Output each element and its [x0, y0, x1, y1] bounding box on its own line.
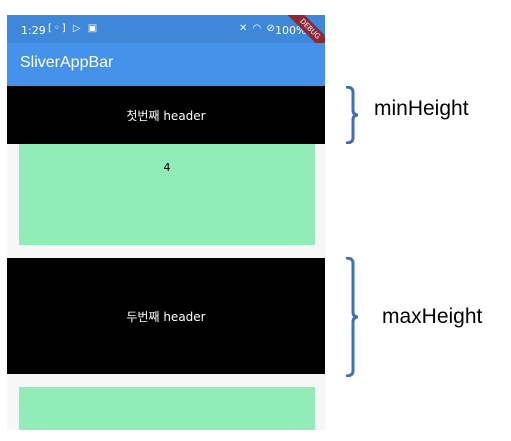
second-header: 두번째 header: [7, 258, 325, 374]
status-right-icons: ✕ ◠ ⊘: [239, 23, 276, 34]
second-header-label: 두번째 header: [126, 309, 206, 324]
max-height-brace: [345, 257, 359, 377]
list-item-label: 4: [163, 161, 171, 174]
min-height-brace: [345, 86, 359, 144]
list-item[interactable]: 4: [19, 144, 315, 245]
phone-screen: 1:29 [◦] ▷ ▣ ✕ ◠ ⊘ 100% DEBUG SliverAppB…: [7, 15, 325, 430]
status-left-icons: [◦] ▷ ▣: [48, 23, 100, 34]
battery-level: 100%: [275, 24, 307, 37]
app-bar: SliverAppBar: [7, 43, 325, 86]
status-time: 1:29: [21, 24, 46, 37]
max-height-label: maxHeight: [382, 305, 483, 328]
app-bar-title: SliverAppBar: [20, 54, 114, 71]
first-header: 첫번째 header: [7, 86, 325, 144]
min-height-label: minHeight: [374, 97, 469, 120]
list-item[interactable]: [19, 387, 315, 430]
status-bar: 1:29 [◦] ▷ ▣ ✕ ◠ ⊘ 100% DEBUG: [7, 15, 325, 57]
first-header-label: 첫번째 header: [126, 108, 206, 123]
